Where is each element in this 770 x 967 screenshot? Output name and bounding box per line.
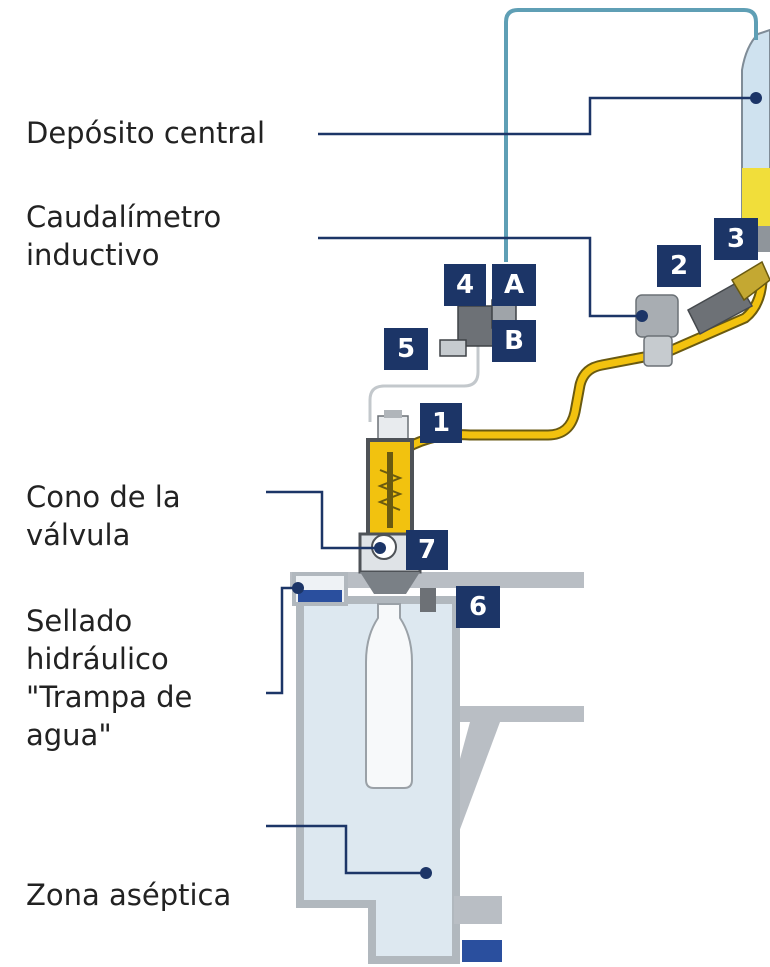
dot-central-tank <box>750 92 762 104</box>
badge-B: B <box>492 320 536 362</box>
leader-hydraulic-seal <box>266 586 298 695</box>
badge-3: 3 <box>714 218 758 260</box>
badge-6: 6 <box>456 586 500 628</box>
label-aseptic-zone: Zona aséptica <box>26 878 232 912</box>
badge-2: 2 <box>657 245 701 287</box>
label-flowmeter: Caudalímetro inductivo <box>26 200 222 272</box>
dot-hydraulic-seal <box>292 582 304 594</box>
badge-A: A <box>492 264 536 306</box>
badge-5: 5 <box>384 328 428 370</box>
flowmeter-device <box>635 294 679 367</box>
leader-central-tank <box>318 96 754 136</box>
control-valve-device <box>687 260 770 336</box>
badge-1: 1 <box>420 403 462 443</box>
leader-lines <box>266 96 754 875</box>
leader-dots <box>292 92 762 879</box>
label-hydraulic-seal: Sellado hidráulico "Trampa de agua" <box>26 604 193 752</box>
lower-frame-bar <box>452 706 584 722</box>
leader-valve-cone <box>266 490 380 550</box>
dot-valve-cone <box>374 542 386 554</box>
leader-aseptic-zone <box>266 824 424 875</box>
dot-flowmeter <box>636 310 648 322</box>
gas-line <box>368 330 480 422</box>
dot-aseptic-zone <box>420 867 432 879</box>
label-valve-cone: Cono de la válvula <box>26 480 181 552</box>
return-gas-pipe <box>504 8 758 262</box>
badge-4: 4 <box>444 264 486 306</box>
bottle <box>365 603 413 789</box>
label-central-tank: Depósito central <box>26 116 266 150</box>
leader-flowmeter <box>318 236 640 318</box>
badge-7: 7 <box>406 530 448 570</box>
